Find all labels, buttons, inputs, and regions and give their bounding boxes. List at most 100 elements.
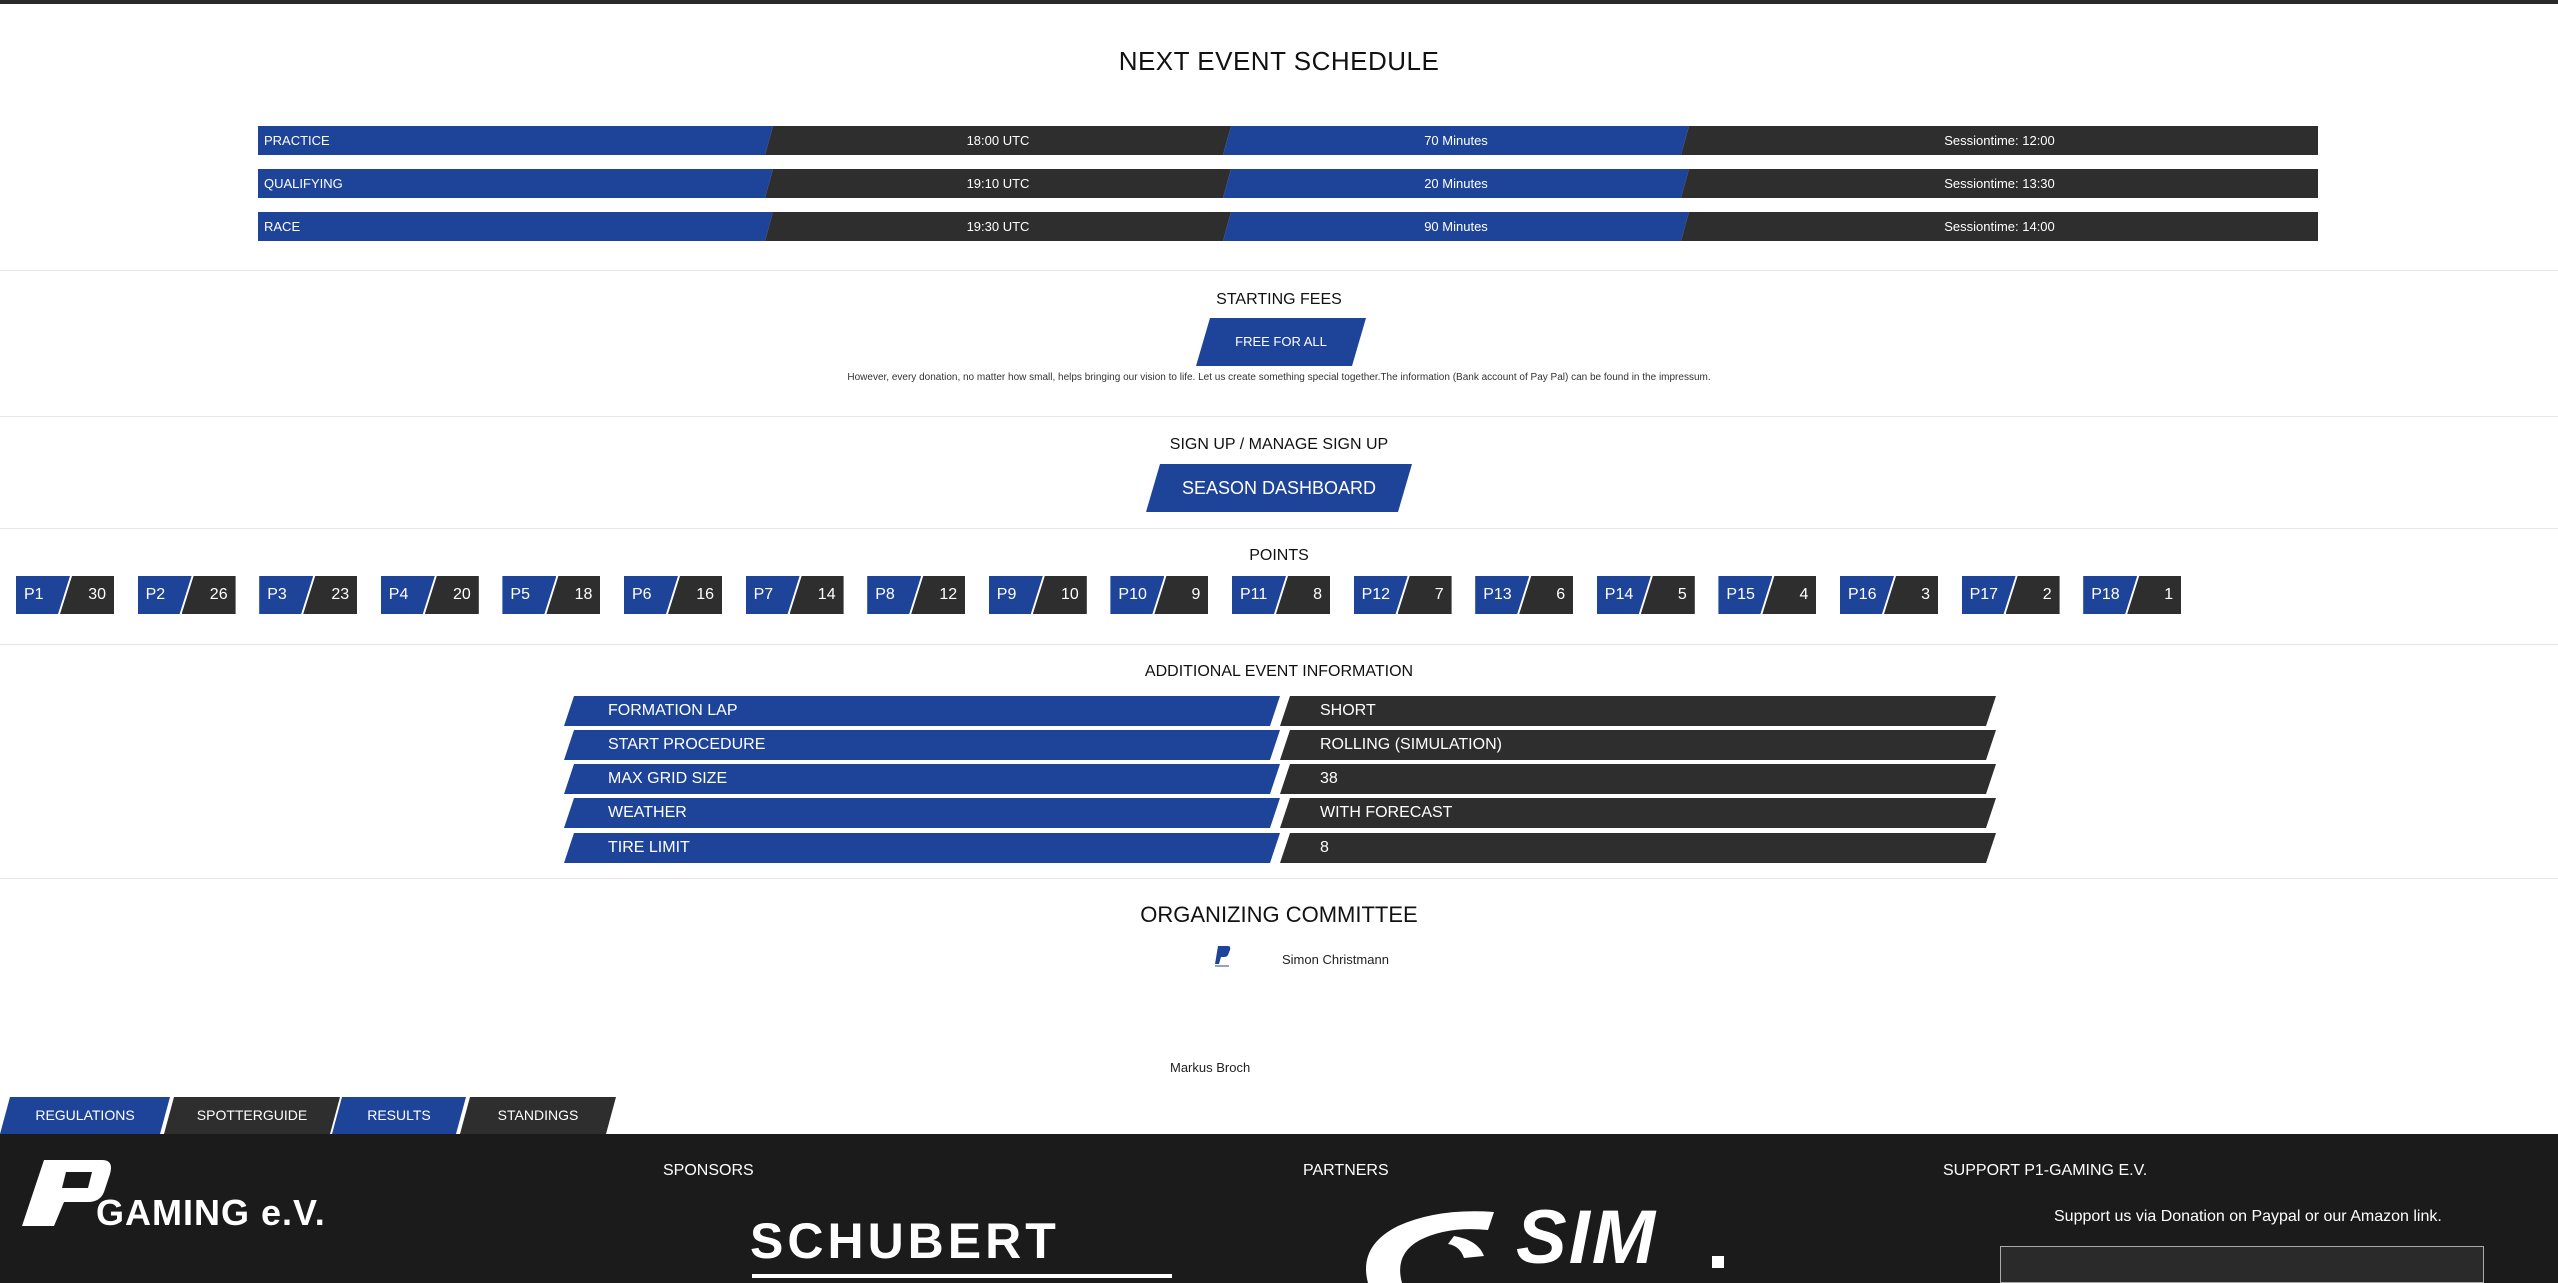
points-value: 5	[1640, 576, 1695, 614]
divider	[0, 416, 2558, 417]
points-position: P3	[259, 576, 313, 614]
partner-swoosh-icon	[1358, 1206, 1494, 1283]
session-duration-label: 90 Minutes	[1424, 219, 1488, 234]
session-duration-label: 20 Minutes	[1424, 176, 1488, 191]
points-value: 3	[1884, 576, 1938, 614]
donation-note: However, every donation, no matter how s…	[847, 372, 1711, 383]
session-start-time-label: 18:00 UTC	[966, 133, 1030, 148]
session-name: QUALIFYING	[258, 169, 773, 198]
session-sessiontime-label: Sessiontime: 12:00	[1944, 133, 2055, 148]
schedule-row: RACE 19:30 UTC 90 Minutes Sessiontime: 14:0…	[258, 212, 2318, 241]
signup-title: SIGN UP / MANAGE SIGN UP	[1169, 436, 1389, 453]
session-duration: 90 Minutes	[1223, 212, 1689, 241]
session-sessiontime: Sessiontime: 12:00	[1681, 126, 2318, 155]
points-position: P10	[1110, 576, 1164, 614]
free-for-all-button[interactable]: FREE FOR ALL	[1196, 318, 1366, 366]
info-value: 38	[1280, 764, 1996, 794]
info-label: START PROCEDURE	[564, 730, 1280, 760]
footer-logo-text: GAMING e.V.	[96, 1192, 326, 1233]
points-position: P6	[624, 576, 678, 614]
session-name-label: PRACTICE	[264, 133, 330, 148]
schedule-row: PRACTICE 18:00 UTC 70 Minutes Sessiontime: …	[258, 126, 2318, 155]
session-duration-label: 70 Minutes	[1424, 133, 1488, 148]
points-position: P15	[1718, 576, 1772, 614]
tab-standings[interactable]: STANDINGS	[460, 1097, 616, 1134]
session-sessiontime-label: Sessiontime: 14:00	[1944, 219, 2055, 234]
donation-widget[interactable]	[2000, 1246, 2484, 1283]
schedule-row: QUALIFYING 19:10 UTC 20 Minutes Sessiontime…	[258, 169, 2318, 198]
points-position: P14	[1597, 576, 1651, 614]
schedule-title: NEXT EVENT SCHEDULE	[1118, 46, 1440, 76]
support-text: Support us via Donation on Paypal or our…	[2054, 1208, 2442, 1225]
session-start-time: 19:30 UTC	[765, 212, 1231, 241]
season-dashboard-button[interactable]: SEASON DASHBOARD	[1146, 464, 1412, 512]
session-duration: 70 Minutes	[1223, 126, 1689, 155]
session-start-time: 19:10 UTC	[765, 169, 1231, 198]
partners-title: PARTNERS	[1303, 1162, 1389, 1179]
committee-member: Markus Broch	[1170, 1060, 1251, 1075]
footer: GAMING e.V. SPONSORS SCHUBERT PARTNERS S…	[0, 1134, 2558, 1283]
partner-logo-dot	[1712, 1256, 1724, 1268]
info-value: WITH FORECAST	[1280, 798, 1996, 828]
points-position: P1	[16, 576, 70, 614]
session-duration: 20 Minutes	[1223, 169, 1689, 198]
partner-logo[interactable]: SIM	[1516, 1195, 1658, 1280]
committee-title: ORGANIZING COMMITTEE	[1140, 902, 1418, 927]
points-value: 12	[911, 576, 966, 614]
p1-logo-icon	[22, 1158, 112, 1228]
sponsor-logo-underline	[752, 1274, 1172, 1278]
divider	[0, 528, 2558, 529]
info-value: 8	[1280, 833, 1996, 863]
info-value: SHORT	[1280, 696, 1996, 726]
divider	[0, 270, 2558, 271]
session-name-label: QUALIFYING	[264, 176, 343, 191]
sponsor-logo[interactable]: SCHUBERT	[750, 1213, 1060, 1269]
info-label: WEATHER	[564, 798, 1280, 828]
info-title: ADDITIONAL EVENT INFORMATION	[1144, 663, 1414, 680]
session-sessiontime: Sessiontime: 13:30	[1681, 169, 2318, 198]
sponsors-title: SPONSORS	[663, 1162, 754, 1179]
fees-title: STARTING FEES	[1216, 291, 1342, 308]
session-start-time-label: 19:30 UTC	[966, 219, 1030, 234]
session-start-time: 18:00 UTC	[765, 126, 1231, 155]
points-position: P9	[989, 576, 1043, 614]
session-sessiontime: Sessiontime: 14:00	[1681, 212, 2318, 241]
session-start-time-label: 19:10 UTC	[966, 176, 1030, 191]
points-position: P7	[746, 576, 800, 614]
session-name-label: RACE	[264, 219, 301, 234]
tab-regulations[interactable]: REGULATIONS	[0, 1097, 170, 1134]
tab-results[interactable]: RESULTS	[332, 1097, 466, 1134]
divider	[0, 644, 2558, 645]
info-value: ROLLING (SIMULATION)	[1280, 730, 1996, 760]
session-name: PRACTICE	[258, 126, 773, 155]
points-title: POINTS	[1249, 547, 1309, 564]
committee-member: Simon Christmann	[1282, 952, 1389, 967]
session-name: RACE	[258, 212, 773, 241]
tab-spotterguide[interactable]: SPOTTERGUIDE	[164, 1097, 340, 1134]
support-title: SUPPORT P1-GAMING E.V.	[1943, 1162, 2148, 1179]
top-border	[0, 0, 2558, 4]
session-sessiontime-label: Sessiontime: 13:30	[1944, 176, 2055, 191]
